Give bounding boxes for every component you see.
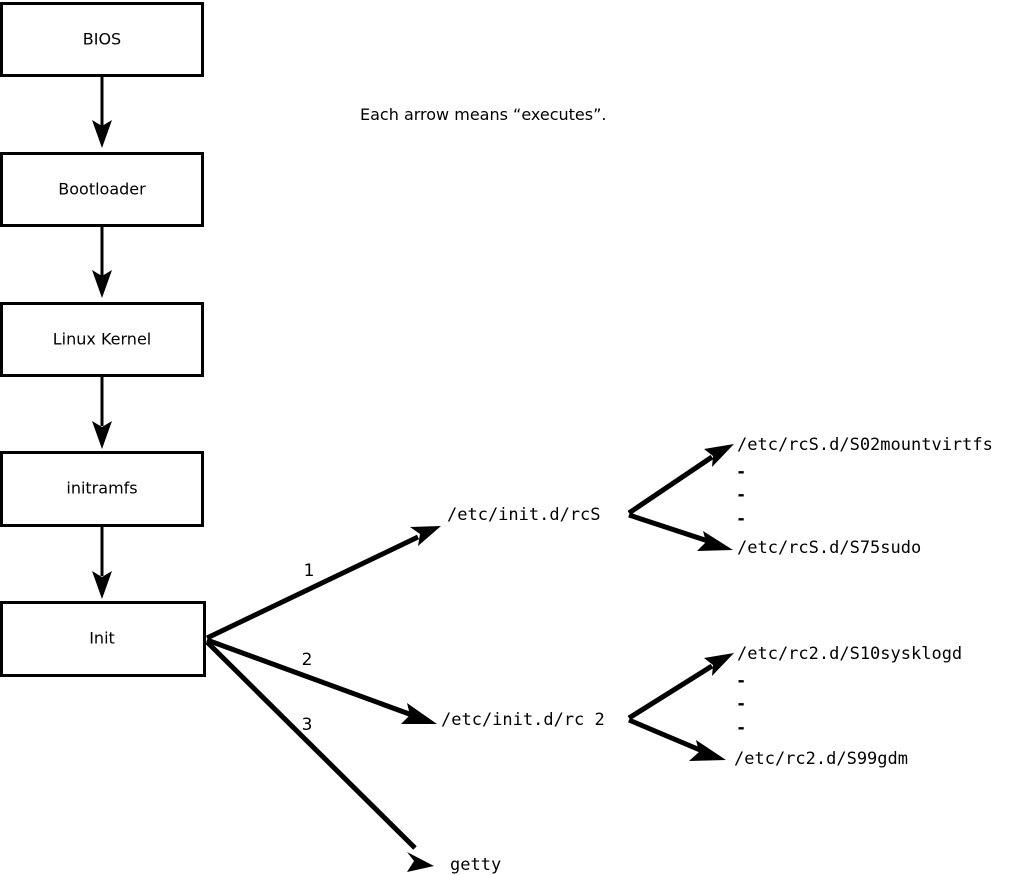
arrow-shaft	[205, 534, 420, 641]
arrow-init-to-rc2	[206, 637, 437, 724]
arrow-rc2-to-last-script	[628, 717, 726, 761]
arrow-initramfs-to-init	[92, 526, 112, 599]
arrow-head-icon	[92, 120, 112, 148]
arrow-shaft	[205, 640, 417, 850]
arrow-rcs-to-last-script	[628, 512, 733, 551]
arrow-head-icon	[689, 740, 726, 761]
arrow-head-icon	[704, 653, 734, 676]
label-rc2-first-script[interactable]: /etc/rc2.d/S10sysklogd	[737, 644, 962, 664]
arrow-head-icon	[401, 703, 437, 724]
label-rcs-first-script[interactable]: /etc/rcS.d/S02mountvirtfs	[737, 435, 993, 455]
arrow-head-icon	[407, 852, 434, 872]
box-initramfs-rect	[0, 451, 204, 527]
box-initramfs-label: initramfs	[66, 479, 137, 498]
label-getty[interactable]: getty	[450, 855, 501, 875]
arrow-head-icon	[410, 526, 441, 546]
arrow-shaft	[628, 512, 709, 544]
arrow-shaft	[627, 454, 714, 516]
label-init-d-rc2[interactable]: /etc/init.d/rc 2	[441, 710, 605, 730]
arrow-rc2-to-first-script	[627, 653, 734, 721]
rc2-ellipsis-dash-3: -	[736, 718, 746, 738]
arrow-shaft	[206, 637, 413, 718]
arrow-head-icon	[92, 421, 112, 449]
label-rcs-last-script[interactable]: /etc/rcS.d/S75sudo	[737, 538, 921, 558]
box-bios-rect	[0, 2, 204, 77]
arrow-shaft	[627, 663, 714, 721]
box-initramfs[interactable]: initramfs	[0, 451, 204, 527]
arrow-bios-to-bootloader	[92, 76, 112, 148]
rc2-ellipsis-dash-2: -	[736, 694, 746, 714]
arrow-head-icon	[704, 444, 734, 467]
rcs-ellipsis-dash-3: -	[736, 509, 746, 529]
box-linux-kernel-rect	[0, 302, 204, 377]
box-bootloader-rect	[0, 152, 204, 227]
arrow-kernel-to-initramfs	[92, 376, 112, 449]
branch-number-3: 3	[302, 715, 313, 735]
box-linux-kernel[interactable]: Linux Kernel	[0, 302, 204, 377]
legend-note: Each arrow means “executes”.	[360, 105, 606, 124]
arrow-head-icon	[92, 571, 112, 599]
box-bootloader-label: Bootloader	[58, 180, 146, 199]
box-linux-kernel-label: Linux Kernel	[53, 330, 151, 349]
box-init-label: Init	[89, 629, 115, 648]
rcs-ellipsis-dash-1: -	[736, 462, 746, 482]
arrow-bootloader-to-kernel	[92, 226, 112, 298]
box-init-rect	[0, 601, 206, 677]
label-init-d-rcs[interactable]: /etc/init.d/rcS	[447, 505, 601, 525]
label-rc2-last-script[interactable]: /etc/rc2.d/S99gdm	[734, 749, 908, 769]
box-bios-label: BIOS	[83, 30, 121, 49]
box-bios[interactable]: BIOS	[0, 2, 204, 77]
arrow-rcs-to-first-script	[627, 444, 734, 516]
arrow-head-icon	[92, 270, 112, 298]
arrow-shaft	[628, 717, 701, 753]
rc2-ellipsis-dash-1: -	[736, 671, 746, 691]
branch-number-2: 2	[302, 650, 313, 670]
box-bootloader[interactable]: Bootloader	[0, 152, 204, 227]
arrow-head-icon	[697, 531, 733, 551]
arrow-init-to-rcs	[205, 526, 441, 641]
branch-number-1: 1	[304, 561, 315, 581]
rcs-ellipsis-dash-2: -	[736, 485, 746, 505]
arrow-init-to-getty	[205, 640, 434, 872]
box-init[interactable]: Init	[0, 601, 206, 677]
